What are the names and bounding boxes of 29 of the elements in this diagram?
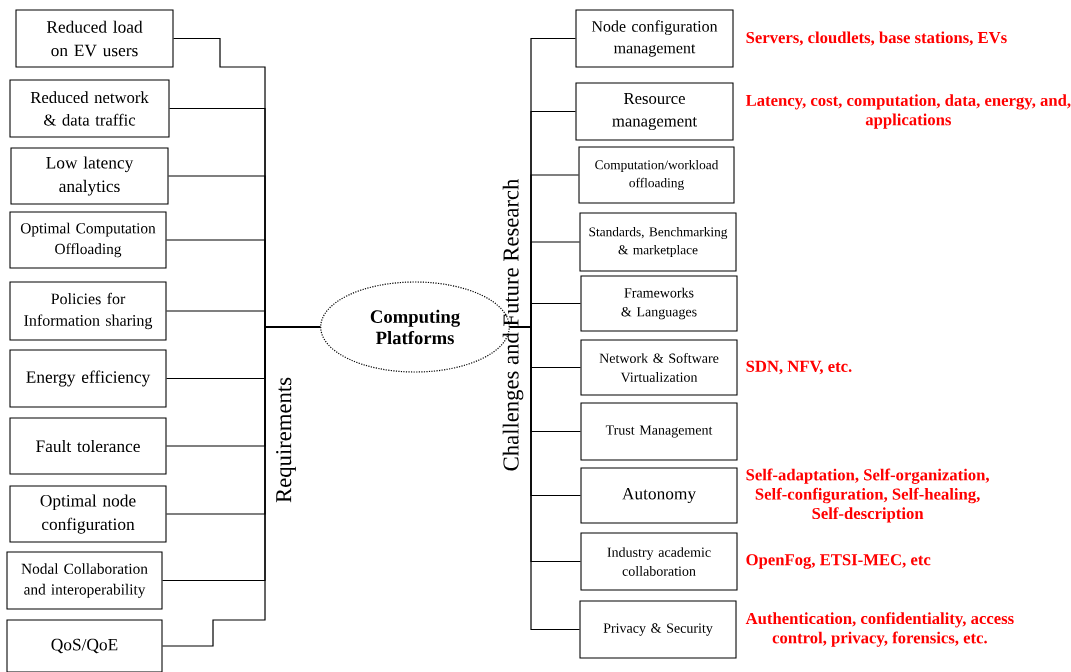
connector-line [161,326,321,647]
challenge-box: Node configuration management [575,9,734,68]
requirement-box: Policies for Information sharing [9,281,167,341]
annotation-text: Latency, cost, computation, data, energy, and, applications [745,94,1071,129]
annotation-text: SDN, NFV, etc. [746,360,852,375]
requirement-box: Optimal Computation Offloading [9,211,167,269]
annotation-text: OpenFog, ETSI-MEC, etc [746,554,931,569]
challenge-box: Computation/workload offloading [578,146,735,204]
challenge-box: Network & Software Virtualization [580,339,738,396]
challenge-box: Privacy & Security [579,600,737,659]
branch-label: Requirements [276,377,296,503]
challenge-box: Standards, Benchmarking & marketplace [579,212,737,272]
annotation-text: Self-adaptation, Self-organization, Self-configuration, Self-healing, Self-description [746,468,989,523]
connector-line [509,326,581,631]
challenge-box: Autonomy [580,467,738,524]
requirement-box: QoS/QoE [6,619,163,672]
annotation-text: Servers, cloudlets, base stations, EVs [746,31,1007,46]
requirement-box: Fault tolerance [9,417,167,475]
challenge-box: Industry academic collaboration [580,532,738,591]
challenge-box: Resource management [575,82,734,141]
requirement-box: Reduced load on EV users [15,9,174,68]
requirement-box: Optimal node configuration [9,485,167,543]
requirement-box: Reduced network & data traffic [9,79,170,138]
challenge-box: Trust Management [580,402,738,461]
challenge-box: Frameworks & Languages [580,275,738,332]
requirement-box: Energy efficiency [9,349,167,408]
annotation-text: Authentication, confidentiality, access control, privacy, forensics, etc. [745,612,1014,647]
requirement-box: Low latency analytics [10,147,169,205]
requirement-box: Nodal Collaboration and interoperability [6,551,163,610]
